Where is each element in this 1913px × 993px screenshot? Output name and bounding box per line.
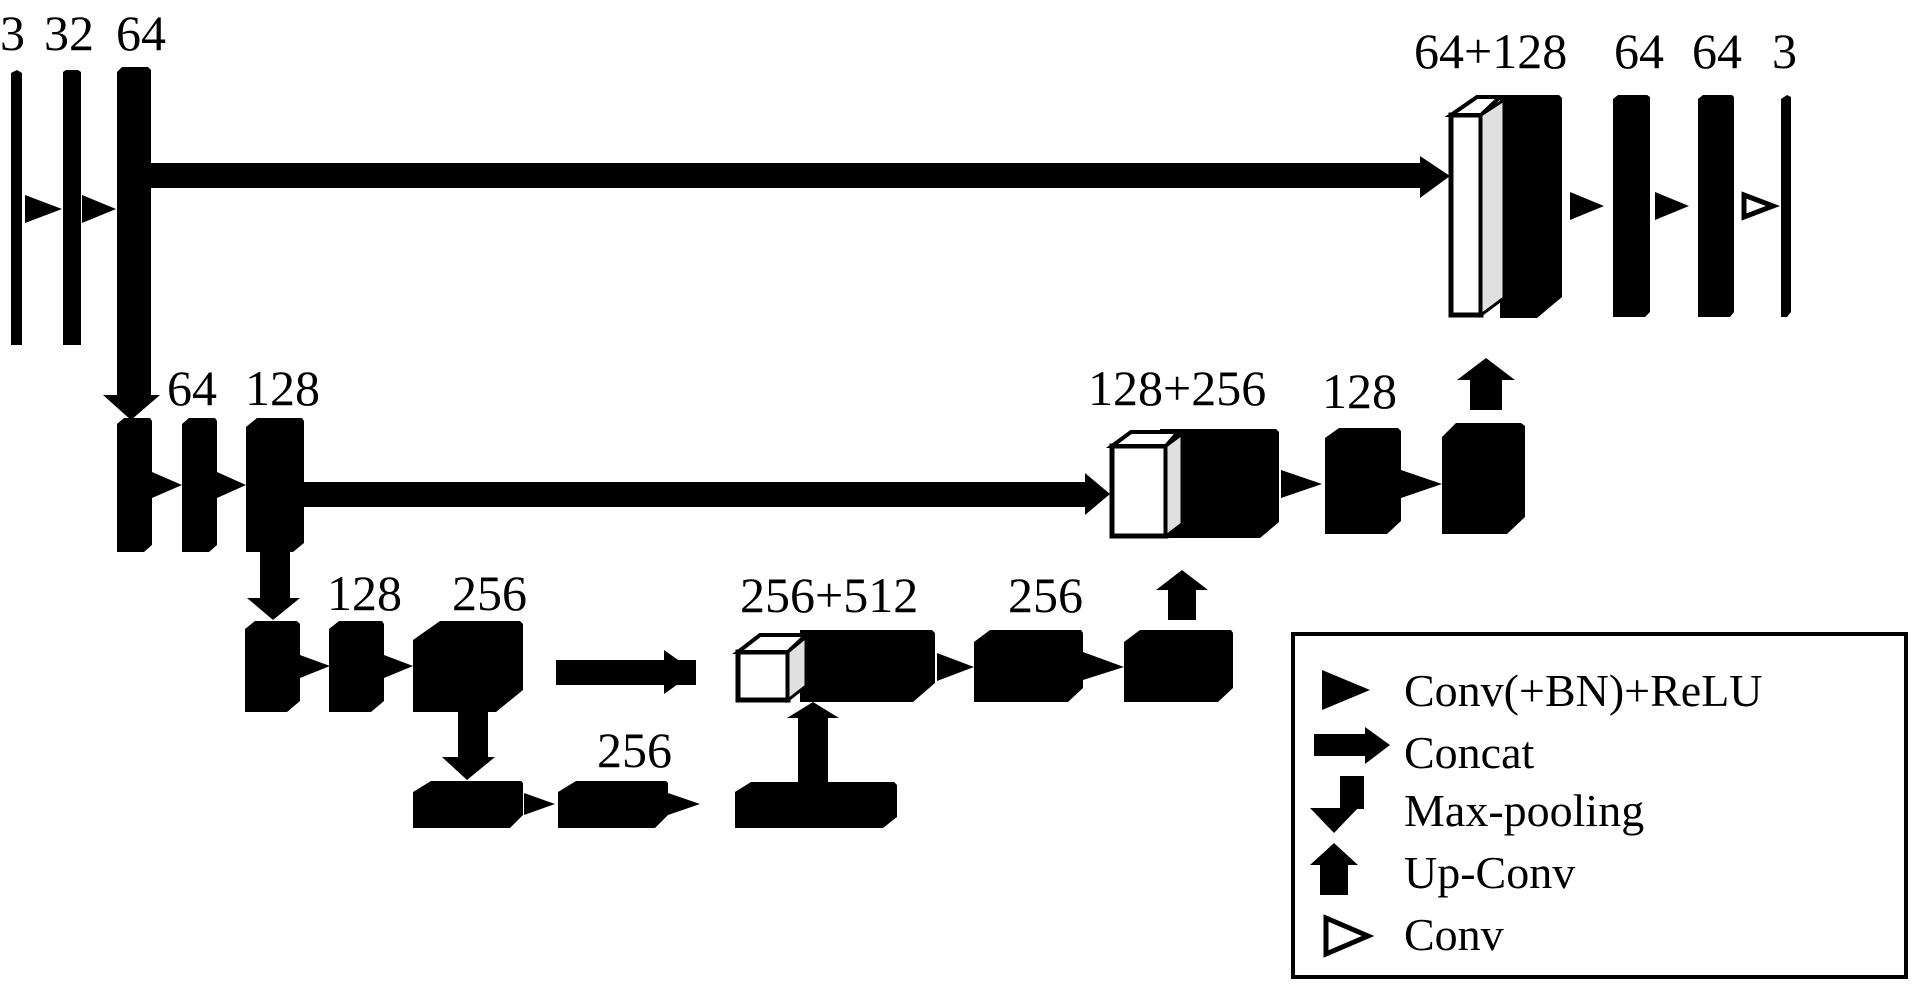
- upconv-arrow-l2-shaft: [1470, 380, 1502, 410]
- label-l1-dec-concat: 64+128: [1414, 23, 1567, 79]
- block-l3-dec-256a: [974, 630, 1083, 702]
- label-l3-dec-256: 256: [1008, 567, 1083, 623]
- label-l3-enc-256: 256: [452, 565, 527, 621]
- upconv-arrow-l3b-head: [1156, 570, 1208, 590]
- label-l2-enc-64: 64: [167, 360, 217, 416]
- maxpool-arrow-l1-head: [103, 395, 160, 420]
- maxpool-arrow-l1-shaft: [117, 345, 151, 395]
- upconv-arrow-l3b-shaft: [1168, 590, 1196, 620]
- label-l1-enc-3: 3: [0, 5, 25, 61]
- conv-relu-arrow: [1083, 652, 1124, 680]
- label-l1-dec-64b: 64: [1692, 23, 1742, 79]
- concat-block-l1: [1444, 95, 1562, 318]
- concat-arrow-l2-shaft: [304, 482, 1089, 507]
- maxpool-arrow-l2-head: [247, 598, 300, 620]
- right-arrow-icon: [1314, 727, 1390, 764]
- conv-relu-arrow: [1401, 470, 1442, 498]
- conv-relu-arrow: [217, 472, 246, 498]
- maxpool-arrow-l2-shaft: [260, 552, 290, 600]
- block-l3-enc-128a: [245, 621, 300, 712]
- label-l3-dec-concat: 256+512: [740, 567, 918, 623]
- concat-block-l2: [1105, 429, 1279, 539]
- block-bottleneck-c: [735, 782, 897, 828]
- block-l1-dec-64b: [1698, 95, 1734, 317]
- legend-label-concat: Concat: [1404, 727, 1535, 778]
- block-bottleneck-a: [413, 781, 523, 828]
- conv-relu-arrow: [25, 195, 62, 223]
- block-l1-enc-3: [11, 70, 22, 345]
- concat-block-l3: [732, 630, 935, 704]
- label-bottleneck-256: 256: [597, 722, 672, 778]
- filled-triangle-icon: [1322, 670, 1370, 710]
- hollow-triangle-icon: [1323, 914, 1375, 958]
- concat-arrow-l3-head: [664, 650, 695, 694]
- block-l3-enc-256: [413, 621, 523, 712]
- legend-label-max-pooling: Max-pooling: [1404, 785, 1644, 836]
- label-l2-enc-128: 128: [245, 360, 320, 416]
- block-bottleneck-b: [558, 781, 668, 828]
- conv-relu-arrow: [937, 653, 974, 681]
- maxpool-arrow-l3-shaft: [458, 712, 488, 760]
- block-l1-dec-3: [1781, 95, 1791, 317]
- label-l1-enc-32: 32: [44, 5, 94, 61]
- conv-relu-arrow: [668, 793, 700, 815]
- conv-arrow-hollow: [1741, 191, 1781, 221]
- label-l1-dec-64a: 64: [1614, 23, 1664, 79]
- label-l1-enc-64: 64: [116, 5, 166, 61]
- conv-relu-arrow: [1281, 470, 1322, 498]
- conv-relu-arrow: [384, 655, 413, 678]
- block-l1-dec-64a: [1613, 95, 1650, 317]
- block-l1-enc-32: [63, 70, 81, 345]
- conv-relu-arrow: [524, 793, 555, 815]
- block-l2-dec-128a: [1325, 428, 1401, 534]
- block-l3-dec-256b: [1124, 630, 1233, 702]
- legend-box: [1291, 632, 1908, 979]
- block-l2-enc-128: [246, 418, 304, 552]
- upconv-arrow-l3-head: [787, 702, 839, 718]
- up-arrow-icon: [1310, 843, 1358, 895]
- label-l2-dec-concat: 128+256: [1088, 360, 1266, 416]
- concat-arrow-l1-head: [1420, 156, 1450, 198]
- legend-label-conv-bn-relu: Conv(+BN)+ReLU: [1404, 665, 1763, 716]
- block-l2-enc-64b: [182, 418, 217, 552]
- conv-relu-arrow: [82, 195, 116, 223]
- conv-relu-arrow: [1655, 192, 1689, 220]
- block-l2-enc-64a: [117, 418, 152, 552]
- concat-arrow-l2-head: [1085, 473, 1110, 515]
- legend: Conv(+BN)+ReLU Concat Max-pooling Up-Con…: [1291, 632, 1908, 979]
- concat-arrow-l1-shaft: [151, 163, 1426, 188]
- down-arrow-icon: [1310, 776, 1364, 833]
- block-l2-dec-128b: [1442, 423, 1525, 534]
- conv-relu-arrow: [1570, 192, 1604, 220]
- maxpool-arrow-l3-head: [442, 757, 495, 780]
- label-l3-enc-128: 128: [327, 565, 402, 621]
- legend-label-up-conv: Up-Conv: [1404, 847, 1575, 898]
- label-l1-dec-3: 3: [1772, 23, 1797, 79]
- legend-label-conv: Conv: [1404, 909, 1504, 960]
- upconv-arrow-l2-head: [1457, 358, 1515, 380]
- block-l1-enc-64: [117, 67, 151, 345]
- upconv-arrow-l3-shaft: [798, 718, 828, 782]
- label-l2-dec-128: 128: [1322, 363, 1397, 419]
- conv-relu-arrow: [152, 472, 182, 498]
- conv-relu-arrow: [300, 655, 330, 678]
- block-l3-enc-128b: [329, 621, 384, 712]
